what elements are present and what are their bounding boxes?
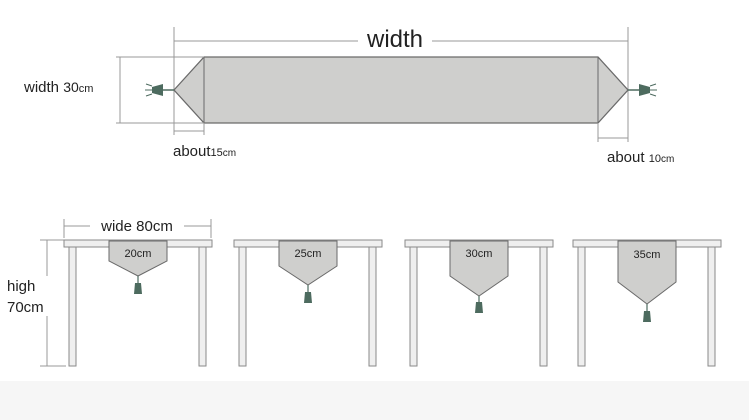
- runner-drop: [449, 240, 509, 297]
- table-leg: [238, 246, 247, 367]
- drop-label: 25cm: [295, 248, 322, 260]
- footer-band: [0, 381, 749, 420]
- high-label: high: [7, 278, 35, 295]
- table-3: 30cm: [404, 239, 554, 367]
- high-label-bg: [4, 276, 50, 316]
- wide-label: wide 80cm: [100, 218, 173, 235]
- table-1: 20cm: [63, 239, 213, 367]
- runner-drop: [278, 240, 338, 286]
- side-width-label-bg: [22, 76, 112, 98]
- left-tip-label: about15cm: [173, 143, 236, 160]
- runner-left-tassel: [145, 83, 174, 97]
- table-leg: [198, 246, 207, 367]
- runner-drop: [108, 240, 168, 277]
- table-leg: [539, 246, 548, 367]
- wide-label-bg: [90, 216, 184, 234]
- table-runner-shape: [173, 56, 629, 124]
- high-value: 70cm: [7, 299, 44, 316]
- width-label: width: [366, 26, 423, 53]
- table-leg: [409, 246, 418, 367]
- drop-label: 30cm: [466, 248, 493, 260]
- table-leg: [368, 246, 377, 367]
- table-leg: [68, 246, 77, 367]
- drop-label: 35cm: [634, 249, 661, 261]
- runner-drop: [617, 240, 677, 305]
- table-4: 35cm: [572, 239, 722, 367]
- side-width-label: width 30cm: [23, 79, 93, 96]
- tassel-icon: [475, 302, 483, 313]
- table-2: 25cm: [233, 239, 383, 367]
- width-label-bg: [358, 27, 432, 53]
- tassel-icon: [304, 292, 312, 303]
- runner-right-tassel: [628, 83, 657, 97]
- tassel-icon: [134, 283, 142, 294]
- tables-section: wide 80cm high 70cm 20cm 25cm: [4, 216, 722, 367]
- runner-section: width width 30cm about15cm: [22, 26, 674, 166]
- tassel-icon: [643, 311, 651, 322]
- table-leg: [707, 246, 716, 367]
- drop-label: 20cm: [125, 248, 152, 260]
- table-leg: [577, 246, 586, 367]
- right-tip-label: about 10cm: [607, 149, 674, 166]
